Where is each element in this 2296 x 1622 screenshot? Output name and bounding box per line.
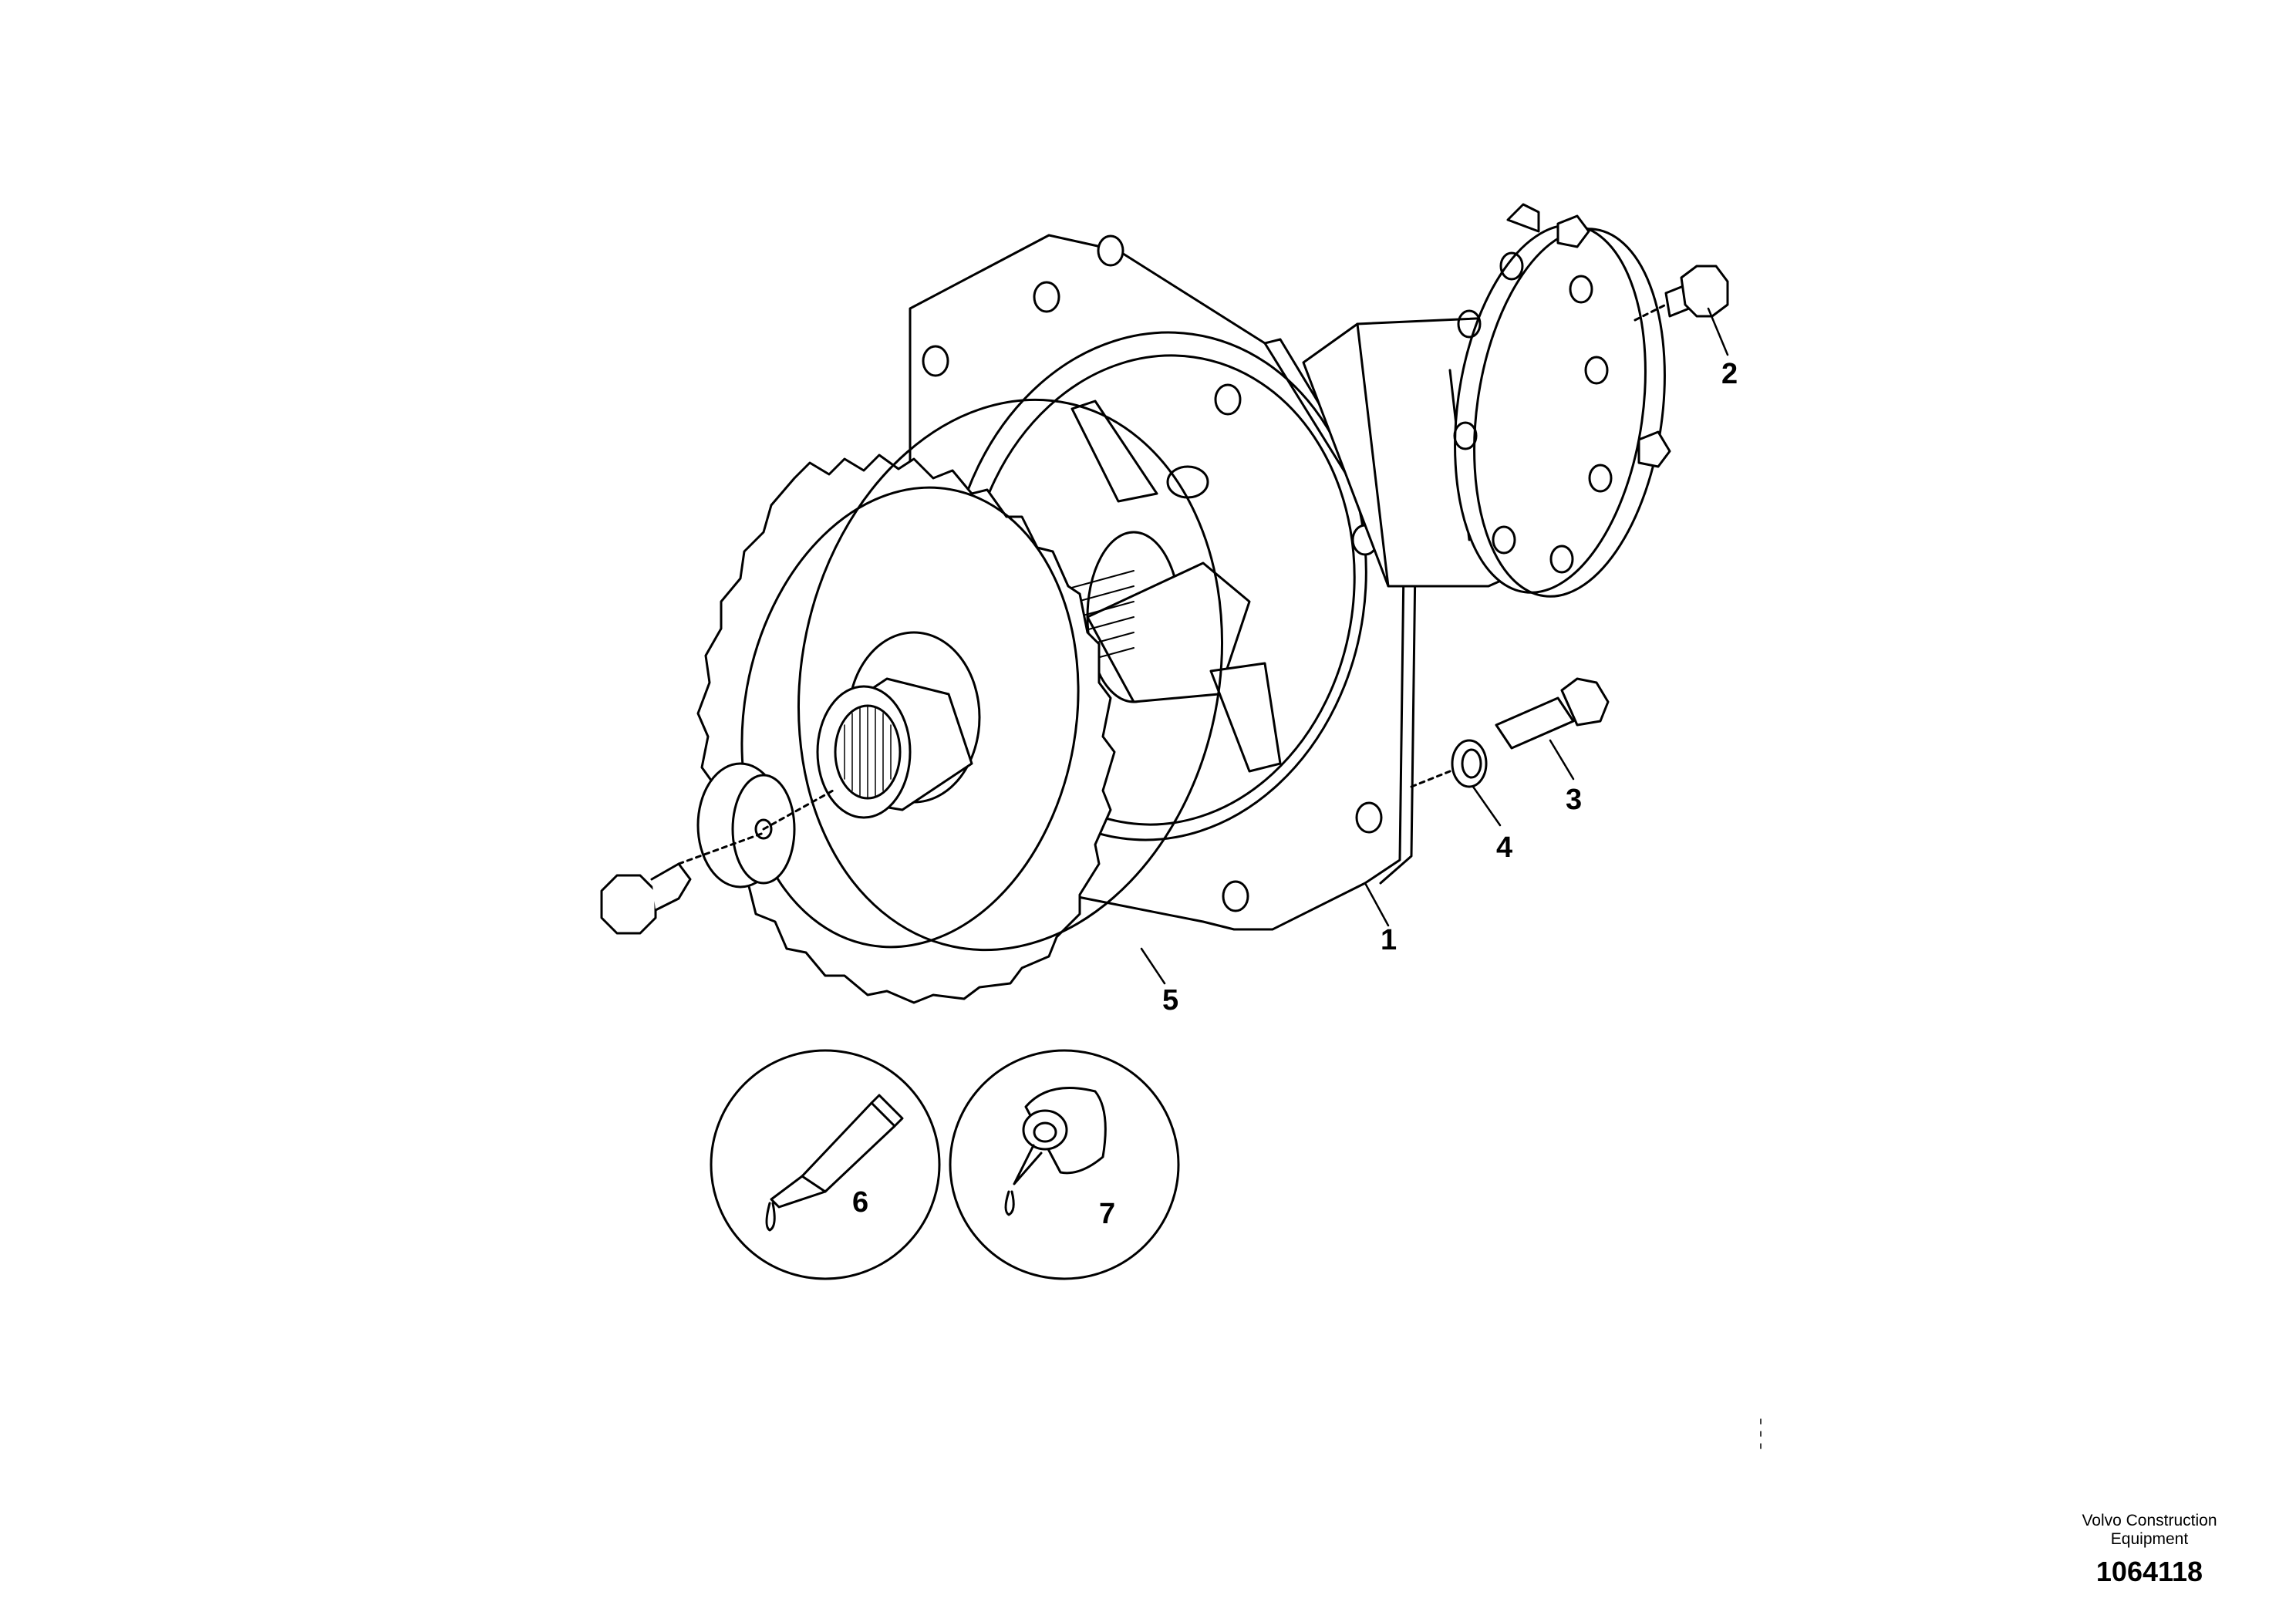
leader-2 <box>1707 307 1729 356</box>
callout-7: 7 <box>1099 1198 1116 1230</box>
leader-1 <box>1364 882 1390 927</box>
housing-rib-lower <box>1209 662 1282 773</box>
rear-flange-rim <box>1473 228 1666 598</box>
front-washer-and-bolt <box>600 762 834 935</box>
droplet-icon <box>765 1202 776 1232</box>
droplet-icon-2 <box>1004 1190 1015 1216</box>
callout-6: 6 <box>852 1186 869 1219</box>
rear-flange-studs <box>1506 203 1671 468</box>
callout-5: 5 <box>1162 984 1179 1017</box>
leader-4 <box>1472 785 1502 827</box>
housing-rib-upper <box>1070 400 1158 503</box>
sprocket <box>696 454 1116 1004</box>
front-bolt <box>600 874 657 935</box>
sprocket-hub-face <box>816 685 912 819</box>
footer: Volvo Construction Equipment 1064118 <box>2049 1512 2250 1587</box>
callout-1: 1 <box>1381 924 1397 956</box>
nut-part-2 <box>1633 265 1729 322</box>
callout-2: 2 <box>1721 358 1738 390</box>
company-name-line2: Equipment <box>2110 1530 2189 1548</box>
leader-3 <box>1549 739 1575 781</box>
adhesive-bottle-symbol <box>949 1049 1180 1280</box>
washer-part-4 <box>1410 739 1488 788</box>
rear-flange-bolts <box>1453 251 1613 574</box>
rear-motor-body <box>1302 203 1671 598</box>
callout-4: 4 <box>1496 831 1513 864</box>
callout-3: 3 <box>1566 784 1583 816</box>
leader-5 <box>1140 947 1166 985</box>
bolt-part-3 <box>1495 677 1610 750</box>
document-number: 1064118 <box>2095 1556 2203 1587</box>
company-name-line1: Volvo Construction <box>2082 1512 2217 1529</box>
o-ring <box>797 398 1224 952</box>
sprocket-disc <box>740 486 1080 949</box>
sealant-tube-symbol <box>710 1049 941 1280</box>
central-shaft <box>1048 400 1282 773</box>
